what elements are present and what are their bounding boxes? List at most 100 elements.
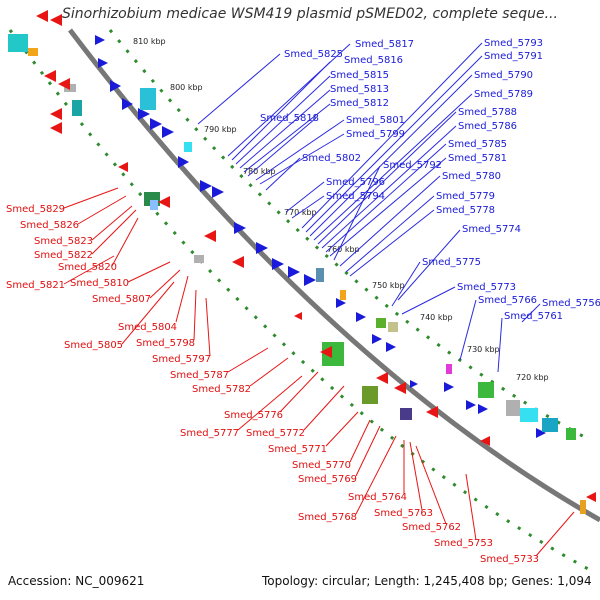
gene-arrow[interactable] (44, 70, 56, 82)
gene-arrow[interactable] (356, 312, 366, 322)
gene-block[interactable] (28, 48, 38, 56)
gene-label[interactable]: Smed_5812 (330, 98, 389, 109)
gene-label[interactable]: Smed_5817 (355, 39, 414, 50)
gene-label[interactable]: Smed_5781 (448, 153, 507, 164)
gene-arrow[interactable] (95, 35, 105, 45)
gene-label[interactable]: Smed_5791 (484, 51, 543, 62)
gene-label[interactable]: Smed_5782 (192, 384, 251, 395)
gene-label[interactable]: Smed_5776 (224, 410, 283, 421)
gene-label[interactable]: Smed_5799 (346, 129, 405, 140)
gene-label[interactable]: Smed_5790 (474, 70, 533, 81)
gene-label[interactable]: Smed_5778 (436, 205, 495, 216)
gene-arrow[interactable] (480, 436, 490, 446)
gene-arrow[interactable] (536, 428, 546, 438)
gene-block[interactable] (150, 200, 158, 210)
gene-arrow[interactable] (272, 258, 284, 270)
gene-label[interactable]: Smed_5813 (330, 84, 389, 95)
gene-block[interactable] (446, 364, 452, 374)
gene-block[interactable] (362, 386, 378, 404)
gene-arrow[interactable] (178, 156, 189, 168)
gene-label[interactable]: Smed_5772 (246, 428, 305, 439)
gene-label[interactable]: Smed_5793 (484, 38, 543, 49)
gene-label[interactable]: Smed_5797 (152, 354, 211, 365)
gene-arrow[interactable] (426, 406, 438, 418)
gene-block[interactable] (340, 290, 346, 300)
gene-label[interactable]: Smed_5805 (64, 340, 123, 351)
gene-block[interactable] (400, 408, 412, 420)
gene-arrow[interactable] (478, 404, 488, 414)
gene-label[interactable]: Smed_5823 (34, 236, 93, 247)
gene-arrow[interactable] (36, 10, 48, 22)
gene-arrow[interactable] (50, 108, 62, 120)
gene-arrow[interactable] (150, 118, 162, 130)
gene-label[interactable]: Smed_5821 (6, 280, 65, 291)
gene-label[interactable]: Smed_5796 (326, 177, 385, 188)
gene-label[interactable]: Smed_5826 (20, 220, 79, 231)
gene-block[interactable] (388, 322, 398, 332)
gene-label[interactable]: Smed_5801 (346, 115, 405, 126)
gene-label[interactable]: Smed_5761 (504, 311, 563, 322)
gene-label[interactable]: Smed_5818 (260, 113, 319, 124)
gene-label[interactable]: Smed_5777 (180, 428, 239, 439)
gene-block[interactable] (184, 142, 192, 152)
gene-arrow[interactable] (256, 242, 268, 254)
gene-arrow[interactable] (444, 382, 454, 392)
gene-label[interactable]: Smed_5775 (422, 257, 481, 268)
gene-arrow[interactable] (110, 80, 121, 92)
gene-label[interactable]: Smed_5820 (58, 262, 117, 273)
gene-arrow[interactable] (118, 162, 128, 172)
gene-arrow[interactable] (410, 380, 418, 388)
gene-arrow[interactable] (162, 126, 174, 138)
gene-block[interactable] (580, 500, 586, 514)
gene-arrow[interactable] (212, 186, 224, 198)
gene-label[interactable]: Smed_5789 (474, 89, 533, 100)
gene-label[interactable]: Smed_5788 (458, 107, 517, 118)
gene-label[interactable]: Smed_5753 (434, 538, 493, 549)
gene-label[interactable]: Smed_5810 (70, 278, 129, 289)
gene-label[interactable]: Smed_5779 (436, 191, 495, 202)
gene-label[interactable]: Smed_5763 (374, 508, 433, 519)
gene-block[interactable] (520, 408, 538, 422)
gene-block[interactable] (506, 400, 520, 416)
gene-label[interactable]: Smed_5733 (480, 554, 539, 565)
gene-label[interactable]: Smed_5815 (330, 70, 389, 81)
gene-label[interactable]: Smed_5780 (442, 171, 501, 182)
gene-arrow[interactable] (386, 342, 396, 352)
gene-label[interactable]: Smed_5798 (136, 338, 195, 349)
gene-arrow[interactable] (372, 334, 382, 344)
gene-arrow[interactable] (232, 256, 244, 268)
gene-block[interactable] (194, 255, 204, 263)
gene-arrow[interactable] (50, 14, 62, 26)
gene-arrow[interactable] (586, 492, 596, 502)
gene-block[interactable] (72, 100, 82, 116)
gene-label[interactable]: Smed_5807 (92, 294, 151, 305)
gene-block[interactable] (542, 418, 558, 432)
gene-arrow[interactable] (304, 274, 316, 286)
gene-arrow[interactable] (204, 230, 216, 242)
gene-label[interactable]: Smed_5804 (118, 322, 177, 333)
gene-arrow[interactable] (200, 180, 212, 192)
gene-label[interactable]: Smed_5774 (462, 224, 521, 235)
gene-label[interactable]: Smed_5786 (458, 121, 517, 132)
gene-arrow[interactable] (234, 222, 246, 234)
gene-label[interactable]: Smed_5829 (6, 204, 65, 215)
gene-label[interactable]: Smed_5792 (383, 160, 442, 171)
gene-label[interactable]: Smed_5785 (448, 139, 507, 150)
gene-block[interactable] (8, 34, 28, 52)
gene-label[interactable]: Smed_5773 (457, 282, 516, 293)
gene-arrow[interactable] (288, 266, 300, 278)
gene-block[interactable] (140, 88, 156, 110)
gene-arrow[interactable] (466, 400, 476, 410)
gene-arrow[interactable] (294, 312, 302, 320)
gene-label[interactable]: Smed_5825 (284, 49, 343, 60)
gene-label[interactable]: Smed_5822 (34, 250, 93, 261)
gene-label[interactable]: Smed_5764 (348, 492, 407, 503)
gene-arrow[interactable] (158, 196, 170, 208)
gene-label[interactable]: Smed_5816 (344, 55, 403, 66)
gene-arrow[interactable] (320, 346, 332, 358)
gene-block[interactable] (316, 268, 324, 282)
gene-arrow[interactable] (394, 382, 406, 394)
gene-arrow[interactable] (58, 78, 70, 90)
gene-label[interactable]: Smed_5769 (298, 474, 357, 485)
gene-arrow[interactable] (138, 108, 150, 120)
